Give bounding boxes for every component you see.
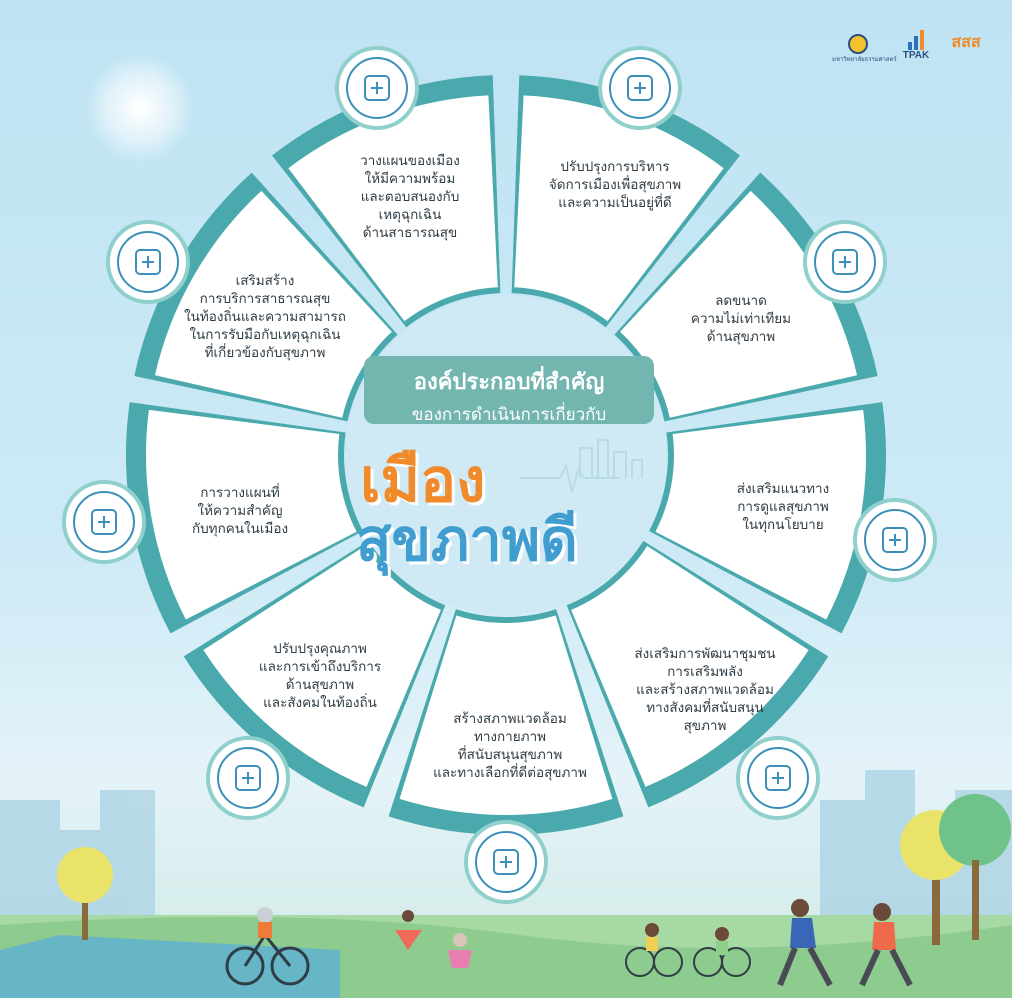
segment-text-services: ปรับปรุงคุณภาพและการเข้าถึงบริการด้านสุข… bbox=[235, 640, 405, 712]
segment-line: ในท้องถิ่นและความสามารถ bbox=[184, 309, 346, 324]
segment-line: ปรับปรุงการบริหาร bbox=[560, 159, 670, 174]
center-banner: องค์ประกอบที่สำคัญ ของการดำเนินการเกี่ยว… bbox=[364, 356, 654, 424]
center-heading-line1: องค์ประกอบที่สำคัญ bbox=[413, 369, 605, 394]
segment-text-emergency: วางแผนของเมืองให้มีความพร้อมและตอบสนองกั… bbox=[335, 152, 485, 242]
segment-line: ปรับปรุงคุณภาพ bbox=[273, 641, 367, 656]
segment-line: การเสริมพลัง bbox=[667, 664, 743, 679]
segments-ring bbox=[126, 75, 887, 836]
segment-line: วางแผนของเมือง bbox=[360, 153, 460, 168]
title-line2: สุขภาพดี bbox=[356, 508, 578, 573]
heart-hands-icon bbox=[464, 820, 548, 904]
segment-line: ด้านสุขภาพ bbox=[285, 677, 355, 692]
segment-line: การวางแผนที่ bbox=[200, 485, 280, 500]
center-heading-line2: ของการดำเนินการเกี่ยวกับ bbox=[411, 405, 607, 424]
segment-environment bbox=[203, 546, 441, 787]
segment-line: และทางเลือกที่ดีต่อสุขภาพ bbox=[433, 765, 587, 780]
segment-text-community: ส่งเสริมการพัฒนาชุมชนการเสริมพลังและสร้า… bbox=[600, 645, 810, 735]
segment-inclusive bbox=[154, 190, 392, 418]
segment-line: ด้านสาธารณสุข bbox=[362, 225, 458, 240]
segment-line: สร้างสภาพแวดล้อม bbox=[453, 711, 567, 726]
segment-line: สุขภาพ bbox=[683, 718, 727, 733]
segment-line: ส่งเสริมแนวทาง bbox=[736, 481, 830, 496]
segment-text-governance: ปรับปรุงการบริหารจัดการเมืองเพื่อสุขภาพแ… bbox=[520, 158, 710, 212]
segment-line: การดูแลสุขภาพ bbox=[737, 499, 829, 514]
segment-line: ทางสังคมที่สนับสนุน bbox=[646, 700, 764, 715]
segment-line: และความเป็นอยู่ที่ดี bbox=[558, 195, 672, 210]
document-shield-icon bbox=[853, 498, 937, 582]
segment-inequality bbox=[655, 409, 867, 620]
skyline-line-art bbox=[520, 439, 643, 493]
segment-line: ในทุกนโยบาย bbox=[742, 517, 824, 532]
monitor-network-icon bbox=[106, 220, 190, 304]
logo-thaihealth: สสส bbox=[951, 34, 981, 51]
segment-line: ที่เกี่ยวข้องกับสุขภาพ bbox=[204, 345, 326, 360]
segment-line: และการเข้าถึงบริการ bbox=[258, 659, 382, 674]
segment-line: จัดการเมืองเพื่อสุขภาพ bbox=[548, 177, 682, 192]
segment-community bbox=[399, 615, 613, 815]
segment-services bbox=[145, 409, 357, 620]
segment-governance bbox=[620, 190, 858, 418]
shield-alert-icon bbox=[335, 46, 419, 130]
tree-right bbox=[900, 794, 1011, 945]
segment-text-environment: สร้างสภาพแวดล้อมทางกายภาพที่สนับสนุนสุขภ… bbox=[410, 710, 610, 782]
segment-line: ทางกายภาพ bbox=[473, 729, 547, 744]
segment-line: เหตุฉุกเฉิน bbox=[378, 207, 442, 222]
sun-icon bbox=[85, 53, 195, 163]
people-inclusion-icon bbox=[62, 480, 146, 564]
segment-policy bbox=[571, 546, 809, 787]
segment-public-health bbox=[288, 95, 498, 322]
handshake-icon bbox=[736, 736, 820, 820]
segment-line: ในการรับมือกับเหตุฉุกเฉิน bbox=[189, 327, 341, 342]
segment-line: ที่สนับสนุนสุขภาพ bbox=[457, 747, 563, 762]
people-exercising bbox=[225, 899, 913, 987]
segment-line: ให้ความสำคัญ bbox=[197, 503, 283, 518]
segment-line: ด้านสุขภาพ bbox=[706, 329, 776, 344]
medical-kit-icon bbox=[206, 736, 290, 820]
segment-line: การบริการสาธารณสุข bbox=[199, 291, 331, 306]
segment-line: และตอบสนองกับ bbox=[360, 189, 460, 204]
segment-text-inclusive: การวางแผนที่ให้ความสำคัญกับทุกคนในเมือง bbox=[165, 484, 315, 538]
segment-emergency bbox=[514, 95, 724, 322]
city-buildings-icon bbox=[598, 46, 682, 130]
segment-icons bbox=[62, 46, 937, 904]
balance-scale-icon bbox=[803, 220, 887, 304]
segment-line: ความไม่เท่าเทียม bbox=[690, 311, 792, 326]
segment-line: ส่งเสริมการพัฒนาชุมชน bbox=[634, 646, 776, 661]
segment-line: ลดขนาด bbox=[715, 293, 767, 308]
segment-line: และสร้างสภาพแวดล้อม bbox=[636, 682, 774, 697]
segment-text-policy: ส่งเสริมแนวทางการดูแลสุขภาพในทุกนโยบาย bbox=[718, 480, 848, 534]
tree-left bbox=[57, 847, 113, 940]
logo-tpak: TPAK bbox=[896, 30, 936, 61]
logo-university: มหาวิทยาลัยธรรมศาสตร์ bbox=[832, 34, 897, 64]
segment-text-public-health: เสริมสร้างการบริการสาธารณสุขในท้องถิ่นแล… bbox=[165, 272, 365, 362]
segment-line: ให้มีความพร้อม bbox=[364, 171, 456, 186]
title-line1: เมือง bbox=[360, 447, 486, 514]
segment-line: เสริมสร้าง bbox=[235, 273, 295, 288]
segment-line: กับทุกคนในเมือง bbox=[191, 521, 289, 536]
segment-line: และสังคมในท้องถิ่น bbox=[263, 695, 377, 710]
segment-text-inequality: ลดขนาดความไม่เท่าเทียมด้านสุขภาพ bbox=[666, 292, 816, 346]
